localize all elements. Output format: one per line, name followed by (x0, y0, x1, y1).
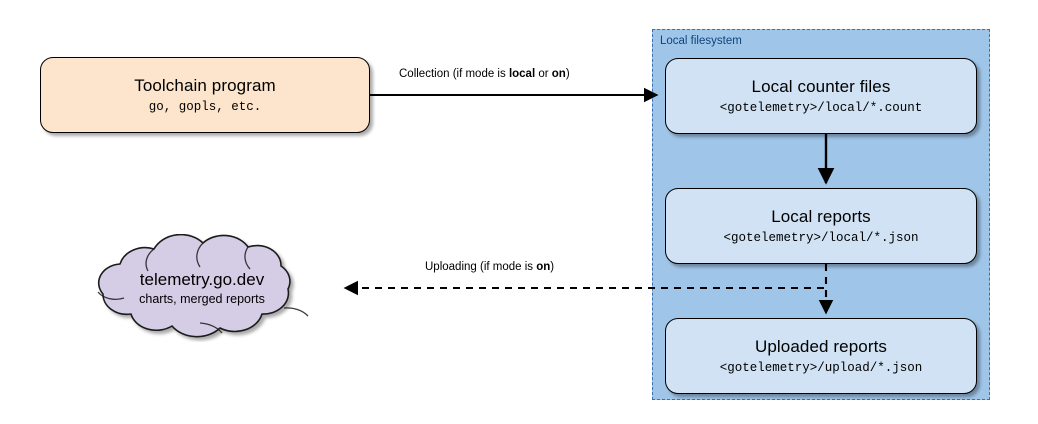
local-reports-path: <gotelemetry>/local/*.json (723, 230, 919, 245)
collection-label-prefix: Collection (if mode is (399, 68, 509, 80)
toolchain-title: Toolchain program (134, 76, 276, 96)
uploading-label-bold-on: on (536, 261, 551, 273)
collection-label-bold-local: local (508, 68, 536, 80)
cloud-shape (97, 234, 309, 338)
collection-label-bold-on: on (551, 68, 566, 80)
edge-label-uploading: Uploading (if mode is on) (425, 261, 554, 275)
collection-label-suffix: ) (565, 68, 570, 80)
local-reports-title: Local reports (771, 207, 871, 227)
counter-files-title: Local counter files (751, 77, 891, 97)
toolchain-subtitle: go, gopls, etc. (148, 99, 262, 114)
uploaded-reports-path: <gotelemetry>/upload/*.json (719, 360, 923, 375)
node-local-reports: Local reports <gotelemetry>/local/*.json (665, 188, 977, 264)
uploaded-reports-title: Uploaded reports (754, 337, 887, 357)
uploading-label-prefix: Uploading (if mode is (425, 261, 537, 273)
node-toolchain-program: Toolchain program go, gopls, etc. (40, 57, 370, 133)
uploading-label-suffix: ) (550, 261, 555, 273)
node-telemetry-cloud: telemetry.go.dev charts, merged reports (62, 234, 342, 342)
node-local-counter-files: Local counter files <gotelemetry>/local/… (665, 58, 977, 134)
edge-label-collection: Collection (if mode is local or on) (399, 68, 570, 82)
counter-files-path: <gotelemetry>/local/*.count (719, 100, 923, 115)
collection-label-middle: or (535, 68, 552, 80)
local-filesystem-label: Local filesystem (660, 35, 742, 47)
node-uploaded-reports: Uploaded reports <gotelemetry>/upload/*.… (665, 318, 977, 394)
